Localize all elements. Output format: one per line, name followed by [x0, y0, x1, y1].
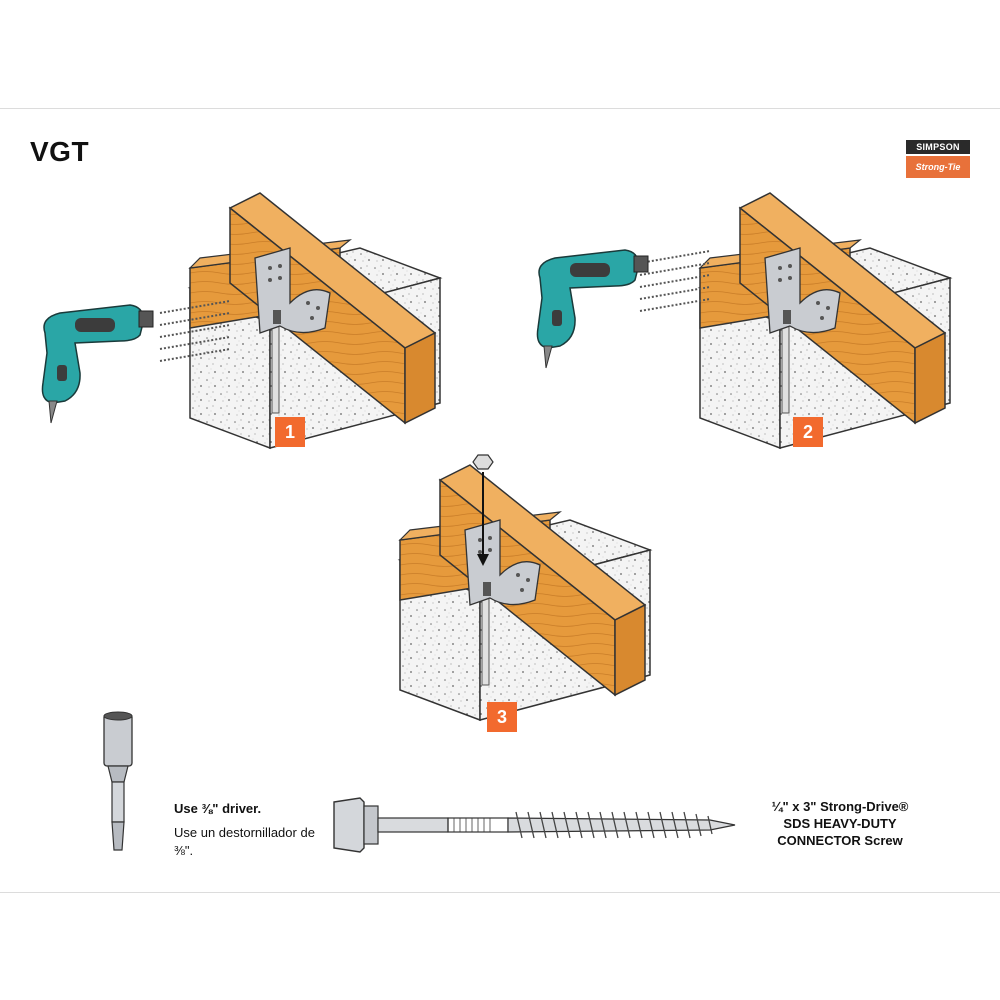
driver-instructions: Use ⅜" driver. Use un destornillador de … [174, 800, 324, 860]
brand-logo: SIMPSON Strong-Tie [906, 140, 970, 178]
drill-icon [41, 304, 154, 424]
driver-bit-icon [103, 711, 133, 851]
screw-line-2: SDS HEAVY-DUTY [783, 816, 897, 831]
driver-text-spanish: Use un destornillador de ⅜". [174, 825, 315, 858]
screw-description: ¼" x 3" Strong-Drive® SDS HEAVY-DUTY CON… [740, 798, 940, 849]
driver-text-english: Use ⅜" driver. [174, 801, 262, 816]
diagram-frame [0, 108, 1000, 893]
step-1-illustration [41, 192, 441, 449]
step-3-badge: 3 [487, 702, 517, 732]
step-2-badge: 2 [793, 417, 823, 447]
step-3-illustration [399, 454, 651, 721]
screw-line-1: ¼" x 3" Strong-Drive® [771, 799, 909, 814]
page-title: VGT [30, 136, 90, 167]
logo-top-text: SIMPSON [906, 140, 970, 154]
step-2-illustration [536, 192, 951, 449]
screw-line-3: CONNECTOR Screw [777, 833, 903, 848]
drill-icon [536, 249, 649, 369]
nut-icon [472, 454, 494, 470]
sds-screw-icon [333, 797, 736, 853]
logo-bottom-text: Strong-Tie [906, 156, 970, 178]
step-1-badge: 1 [275, 417, 305, 447]
